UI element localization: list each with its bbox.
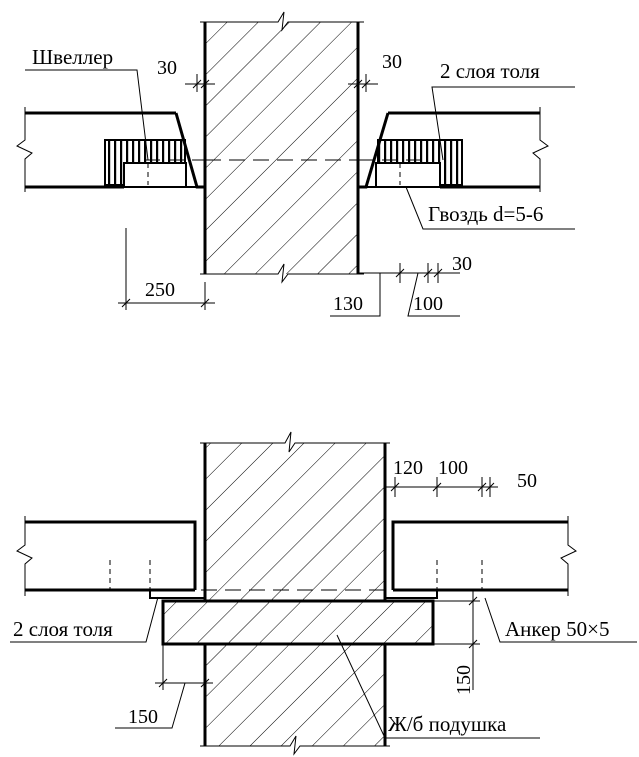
bottom-felt-leader: 2 слоя толя [10, 596, 159, 643]
top-detail: Швеллер 2 слоя толя Гвоздь d=5-6 30 30 [16, 11, 575, 317]
bottom-dim-150-horizontal: 150 [115, 644, 213, 729]
svg-text:100: 100 [438, 457, 468, 479]
top-dim-30-right: 30 [348, 51, 402, 92]
bottom-left-slab [16, 516, 206, 601]
svg-text:120: 120 [393, 457, 423, 479]
bottom-felt-label: 2 слоя толя [13, 617, 113, 641]
bottom-right-slab [384, 516, 577, 601]
svg-text:250: 250 [145, 279, 175, 301]
bottom-concrete-pad [161, 599, 435, 646]
top-left-slab [16, 107, 205, 192]
svg-text:150: 150 [453, 665, 475, 695]
top-wall [200, 11, 364, 284]
svg-text:150: 150 [128, 706, 158, 728]
top-nail-leader: Гвоздь d=5-6 [405, 186, 575, 230]
top-felt-leader: 2 слоя толя [431, 59, 575, 161]
top-nail-label: Гвоздь d=5-6 [428, 202, 543, 226]
bottom-lower-wall [200, 644, 390, 756]
top-felt-label: 2 слоя толя [440, 59, 540, 83]
bottom-anchor-label: Анкер 50×5 [505, 617, 610, 641]
top-channel-leader: Швеллер [25, 45, 149, 161]
top-right-slab [358, 107, 549, 192]
bottom-dim-150-vertical: 150 [433, 590, 480, 695]
top-dim-chain: 130 100 30 [330, 253, 472, 317]
svg-text:50: 50 [517, 470, 537, 492]
svg-text:130: 130 [333, 293, 363, 315]
bottom-detail: 120 100 50 150 150 2 слоя толя [10, 431, 637, 756]
svg-text:30: 30 [157, 57, 177, 79]
bottom-dim-chain: 120 100 50 [385, 457, 537, 497]
bottom-pad-leader: Ж/б подушка [336, 634, 540, 739]
top-channel-label: Швеллер [32, 45, 113, 69]
svg-text:100: 100 [413, 293, 443, 315]
bottom-upper-wall [200, 431, 390, 601]
bottom-anchor-leader: Анкер 50×5 [484, 597, 637, 643]
top-dim-250: 250 [118, 228, 215, 310]
bottom-pad-label: Ж/б подушка [388, 712, 507, 736]
svg-text:30: 30 [382, 51, 402, 73]
svg-text:30: 30 [452, 253, 472, 275]
top-dim-30-left: 30 [157, 57, 215, 92]
